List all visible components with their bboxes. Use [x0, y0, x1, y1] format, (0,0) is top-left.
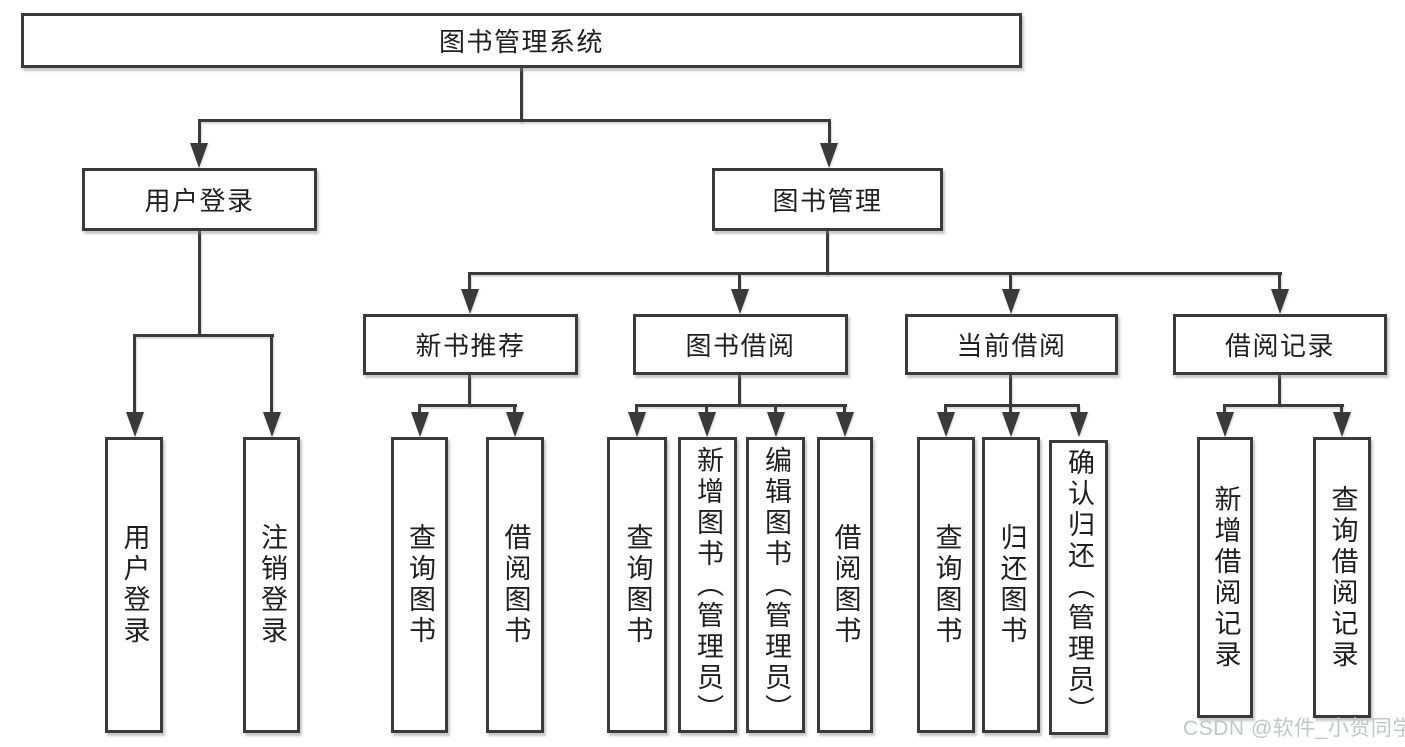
connector-vline [270, 337, 273, 415]
leaf-current-query-books: 查询图书 [917, 437, 975, 733]
leaf-record-add-record: 新增借阅记录 [1197, 437, 1253, 718]
connector-vline [1278, 275, 1281, 295]
leaf-newbook-query-books: 查询图书 [391, 437, 448, 733]
connector-vline [520, 68, 523, 122]
connector-vline [1278, 375, 1281, 406]
connector-vline [635, 407, 638, 415]
connector-vline [1009, 407, 1012, 415]
connector-vline [418, 407, 421, 415]
arrow-down-icon [836, 412, 854, 437]
connector-vline [1340, 407, 1343, 415]
leaf-record-query-record: 查询借阅记录 [1313, 437, 1371, 718]
arrow-down-icon [1070, 412, 1088, 437]
arrow-down-icon [411, 412, 429, 437]
arrow-down-icon [1216, 412, 1234, 437]
connector-hline [468, 272, 1282, 275]
arrow-down-icon [506, 412, 524, 437]
leaf-borrow-edit-books-admin: 编辑图书（管理员） [746, 437, 805, 733]
node-book-management: 图书管理 [712, 168, 943, 231]
connector-vline [738, 275, 741, 295]
connector-vline [513, 407, 516, 415]
connector-hline [133, 334, 274, 337]
leaf-user-login: 用户登录 [105, 437, 163, 733]
arrow-down-icon [1002, 289, 1020, 314]
node-current-borrow: 当前借阅 [905, 314, 1118, 375]
arrow-down-icon [937, 412, 955, 437]
leaf-current-confirm-return-admin: 确认归还（管理员） [1049, 440, 1108, 735]
leaf-newbook-borrow-books: 借阅图书 [486, 437, 544, 733]
node-new-book-recommend: 新书推荐 [363, 314, 578, 375]
csdn-watermark: CSDN @软件_小贺同学 [1183, 717, 1405, 740]
connector-vline [198, 122, 201, 146]
connector-vline [944, 407, 947, 415]
leaf-borrow-add-books-admin: 新增图书（管理员） [678, 437, 737, 733]
connector-vline [468, 375, 471, 406]
connector-vline [1009, 375, 1012, 406]
connector-vline [826, 231, 829, 275]
leaf-borrow-borrow-books: 借阅图书 [817, 437, 873, 733]
connector-vline [705, 407, 708, 415]
connector-vline [1009, 275, 1012, 295]
connector-vline [1077, 407, 1080, 415]
node-root: 图书管理系统 [21, 13, 1022, 68]
arrow-down-icon [461, 289, 479, 314]
connector-vline [843, 407, 846, 415]
connector-hline [944, 404, 1080, 407]
arrow-down-icon [126, 412, 144, 437]
connector-hline [1223, 404, 1344, 407]
node-borrow-record: 借阅记录 [1173, 314, 1387, 375]
connector-vline [133, 337, 136, 415]
connector-vline [1223, 407, 1226, 415]
arrow-down-icon [820, 143, 838, 168]
leaf-logout: 注销登录 [243, 437, 300, 733]
node-user-login: 用户登录 [82, 168, 317, 231]
connector-hline [635, 404, 847, 407]
connector-vline [468, 275, 471, 295]
arrow-down-icon [263, 412, 281, 437]
connector-vline [198, 231, 201, 335]
leaf-current-return-books: 归还图书 [982, 437, 1040, 733]
connector-hline [198, 119, 831, 122]
arrow-down-icon [628, 412, 646, 437]
arrow-down-icon [767, 412, 785, 437]
connector-vline [828, 122, 831, 146]
arrow-down-icon [731, 289, 749, 314]
connector-vline [774, 407, 777, 415]
leaf-borrow-query-books: 查询图书 [607, 437, 667, 733]
arrow-down-icon [1333, 412, 1351, 437]
arrow-down-icon [1002, 412, 1020, 437]
arrow-down-icon [190, 143, 208, 168]
node-book-borrow: 图书借阅 [633, 314, 848, 375]
connector-vline [738, 375, 741, 406]
connector-hline [418, 404, 517, 407]
arrow-down-icon [1271, 289, 1289, 314]
arrow-down-icon [698, 412, 716, 437]
